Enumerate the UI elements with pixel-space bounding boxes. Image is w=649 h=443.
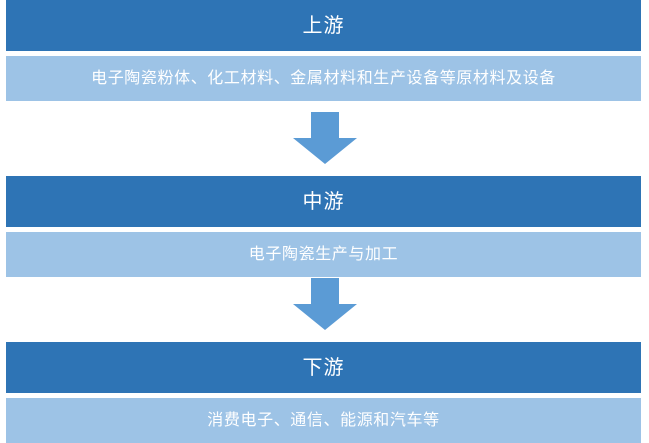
stage-downstream: 下游 消费电子、通信、能源和汽车等 bbox=[6, 342, 641, 443]
stage-downstream-header: 下游 bbox=[6, 342, 641, 393]
stage-midstream-body: 电子陶瓷生产与加工 bbox=[6, 232, 641, 277]
arrow-down-icon-upstream-to-midstream bbox=[293, 112, 357, 164]
arrow-down-icon-midstream-to-downstream bbox=[293, 278, 357, 330]
stage-upstream-header: 上游 bbox=[6, 0, 641, 51]
stage-upstream: 上游 电子陶瓷粉体、化工材料、金属材料和生产设备等原材料及设备 bbox=[6, 0, 641, 101]
stage-midstream: 中游 电子陶瓷生产与加工 bbox=[6, 176, 641, 277]
stage-downstream-body: 消费电子、通信、能源和汽车等 bbox=[6, 398, 641, 443]
stage-midstream-header: 中游 bbox=[6, 176, 641, 227]
stage-upstream-body: 电子陶瓷粉体、化工材料、金属材料和生产设备等原材料及设备 bbox=[6, 56, 641, 101]
